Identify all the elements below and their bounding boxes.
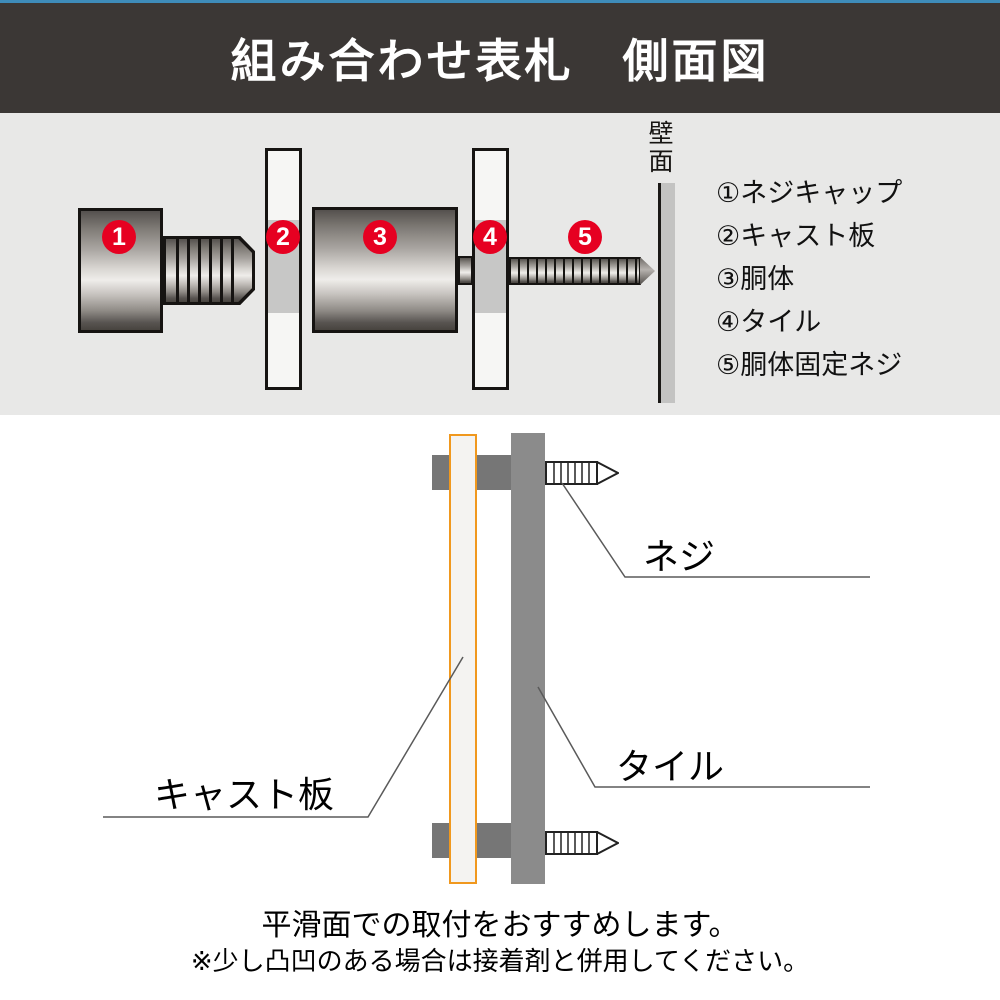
marker-2: 2 xyxy=(266,220,300,254)
legend-item-3: ③胴体 xyxy=(716,264,795,294)
cast-plate-side xyxy=(265,148,302,390)
page-title: 組み合わせ表札 側面図 xyxy=(230,35,770,87)
top-accent-strip xyxy=(0,0,1000,3)
callout-tile: タイル xyxy=(616,746,725,787)
legend-item-4: ④タイル xyxy=(716,307,822,337)
screw-cap-shaft-metal xyxy=(166,239,252,302)
note-line-1: 平滑面での取付をおすすめします。 xyxy=(261,909,739,942)
callout-screw: ネジ xyxy=(643,536,716,577)
tile-side xyxy=(472,148,509,390)
screw-cap-thread-lines-icon xyxy=(168,239,238,302)
cast-plate-assembled xyxy=(449,434,477,884)
marker-3: 3 xyxy=(363,220,397,254)
tile-assembled xyxy=(511,433,545,884)
parts-legend: ①ネジキャップ ②キャスト板 ③胴体 ④タイル ⑤胴体固定ネジ xyxy=(716,172,902,387)
fixing-screw-shaft xyxy=(509,257,641,285)
marker-5: 5 xyxy=(568,220,602,254)
wall-surface-line xyxy=(658,183,661,403)
standoff-boss xyxy=(458,256,473,285)
note-line-2: ※少し凸凹のある場合は接着剤と併用してください。 xyxy=(190,946,810,976)
header-bar: 組み合わせ表札 側面図 xyxy=(0,3,1000,113)
callout-cast-plate: キャスト板 xyxy=(154,774,335,815)
marker-1: 1 xyxy=(102,220,136,254)
screw-cap-threaded-shaft xyxy=(163,236,255,305)
wall-screw-bottom-icon xyxy=(545,831,619,855)
wall-label: 壁面 xyxy=(645,120,673,176)
fixing-screw-thread-lines-icon xyxy=(511,259,639,283)
wall-surface-bar xyxy=(661,183,675,403)
legend-item-2: ②キャスト板 xyxy=(716,221,876,251)
marker-4: 4 xyxy=(473,220,507,254)
wall-screw-top-icon xyxy=(545,461,619,485)
legend-item-5: ⑤胴体固定ネジ xyxy=(716,350,903,380)
legend-item-1: ①ネジキャップ xyxy=(716,178,903,208)
